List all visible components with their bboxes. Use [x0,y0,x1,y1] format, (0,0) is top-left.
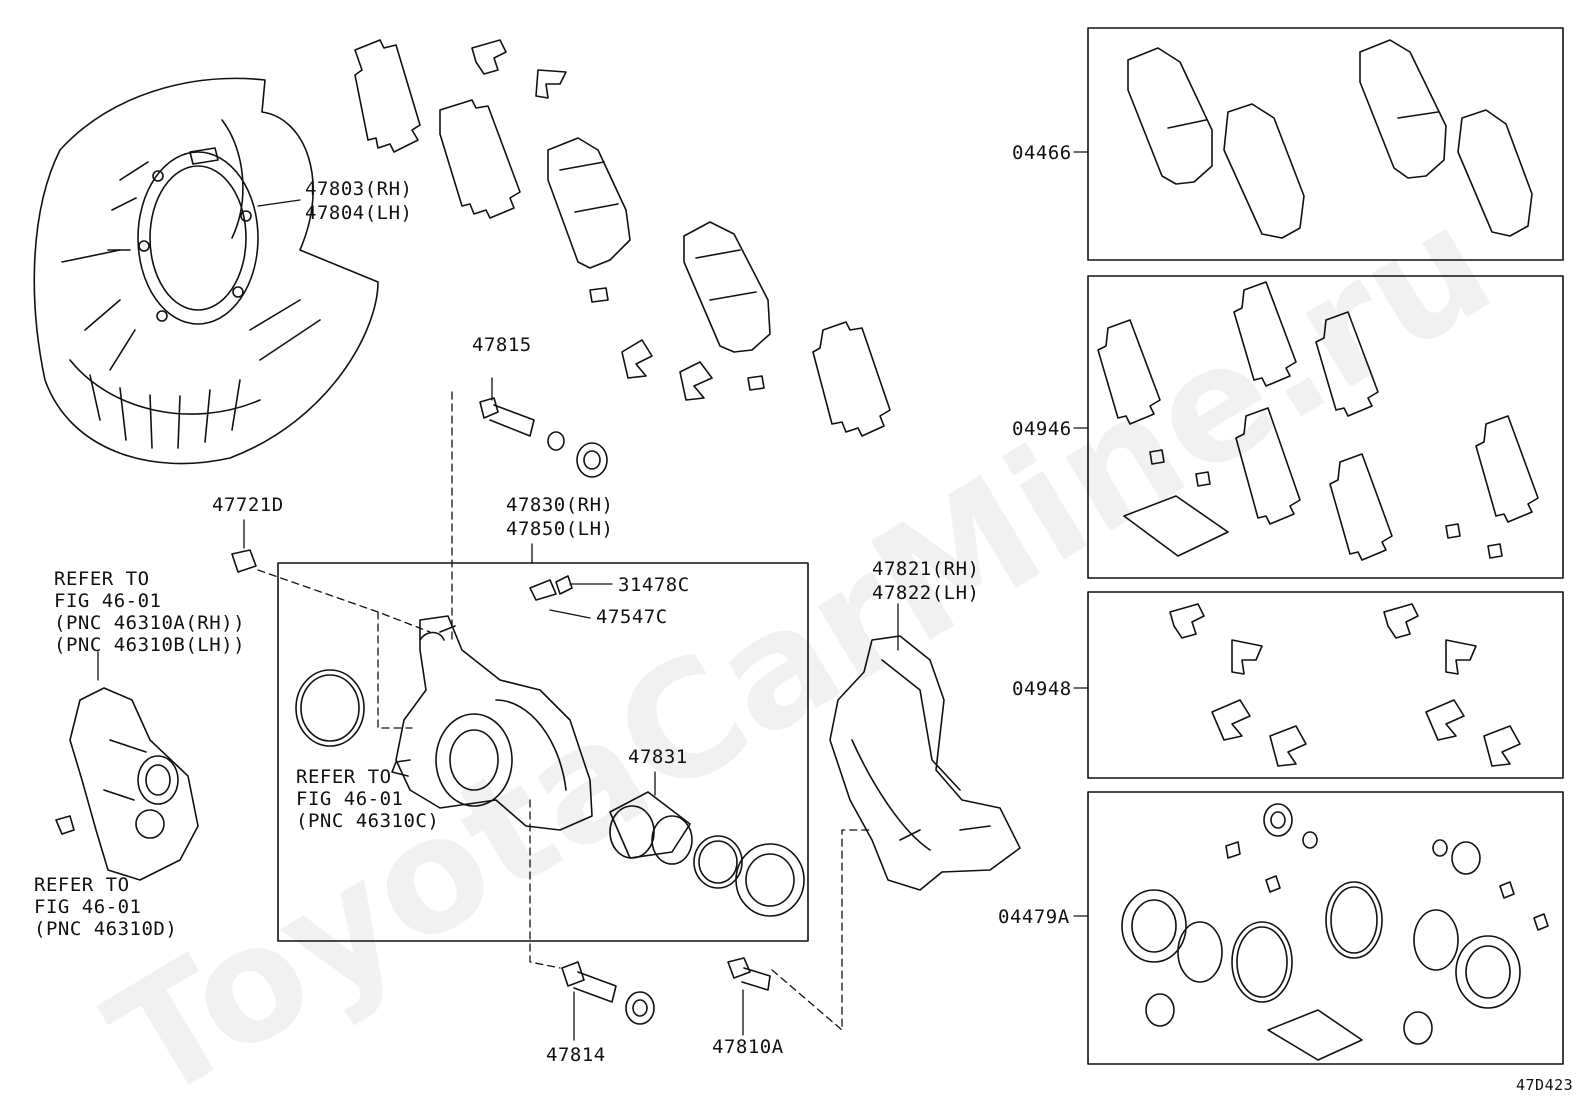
leader-lines [97,151,1089,1041]
guide-pin-47815 [479,397,608,478]
kit-04948-clips [1169,603,1521,767]
label-47810A: 47810A [712,1036,784,1058]
dashed-lines [257,391,873,1031]
dust-shield [33,77,379,465]
kit-04466-pads [1127,39,1533,239]
bolt-47721D [231,549,257,573]
shims-top [354,39,891,437]
label-47850: 47850(LH) [506,518,614,540]
kit-box-04479A [1087,791,1564,1065]
kit-box-04948 [1087,591,1564,779]
refer-46310D-line1: REFER TO [34,874,130,896]
label-04466: 04466 [1012,142,1072,164]
label-47815: 47815 [472,334,532,356]
clips-top [471,39,765,401]
seal-ring-46310C [295,669,365,747]
bolt-47810A [727,957,771,991]
refer-46310D-line2: FIG 46-01 [34,896,142,918]
guide-pin-47814 [561,961,655,1025]
brake-pads-top [547,137,771,353]
refer-46310C-line3: (PNC 46310C) [296,810,440,832]
refer-46310A-line2: FIG 46-01 [54,590,162,612]
refer-46310A-line1: REFER TO [54,568,150,590]
refer-46310C-line2: FIG 46-01 [296,788,404,810]
caliper-bracket [829,635,1021,891]
kit-box-04946 [1087,275,1564,579]
kit-box-04466 [1087,27,1564,261]
label-47814: 47814 [546,1044,606,1066]
label-47821: 47821(RH) [872,558,980,580]
label-31478C: 31478C [618,574,690,596]
label-04479A: 04479A [998,906,1070,928]
label-47830: 47830(RH) [506,494,614,516]
piston-47831 [609,791,805,917]
label-47822: 47822(LH) [872,582,980,604]
label-47721D: 47721D [212,494,284,516]
caliper-body [391,575,593,831]
label-04946: 04946 [1012,418,1072,440]
label-47831: 47831 [628,746,688,768]
refer-46310A-line4: (PNC 46310B(LH)) [54,634,246,656]
diagram-code: 47D423 [1516,1076,1574,1094]
refer-46310A-line3: (PNC 46310A(RH)) [54,612,246,634]
refer-46310C-line1: REFER TO [296,766,392,788]
label-47803: 47803(RH) [305,178,413,200]
caliper-assembly-box [277,562,809,942]
kit-04479A-seals [1121,803,1549,1061]
label-47804: 47804(LH) [305,202,413,224]
label-47547C: 47547C [596,606,668,628]
label-04948: 04948 [1012,678,1072,700]
parking-actuator [55,687,199,881]
kit-04946-shims [1097,281,1539,561]
refer-46310D-line3: (PNC 46310D) [34,918,178,940]
